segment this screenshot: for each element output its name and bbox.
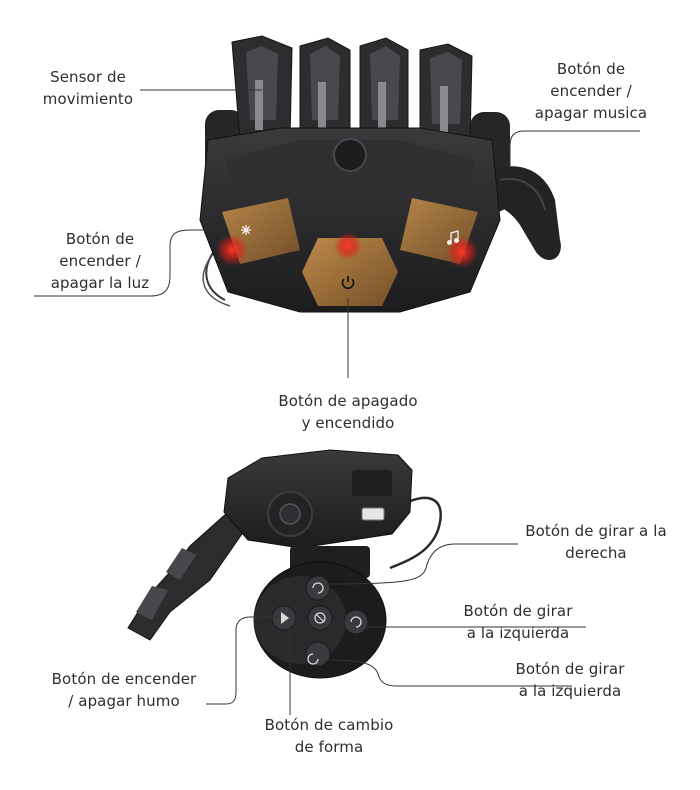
label-turn-left-button-a: Botón de girar a la izquierda — [463, 602, 573, 642]
label-music-button: Botón de encender / apagar musica — [534, 60, 648, 122]
music-note-icon — [447, 230, 459, 245]
leader-turn-right — [321, 543, 518, 585]
leader-smoke — [206, 616, 278, 705]
label-smoke-button: Botón de encender / apagar humo — [51, 670, 197, 710]
leader-music-button — [509, 130, 640, 168]
shape-icon — [307, 605, 333, 631]
leader-light-button — [34, 229, 224, 297]
glove-device-front — [199, 35, 561, 313]
label-light-button: Botón de encender / apagar la luz — [50, 230, 150, 292]
turn-right-btn-graphic — [305, 575, 331, 601]
rotate-icon — [343, 609, 369, 635]
finger-segments — [231, 35, 473, 143]
motion-sensor-dome — [333, 138, 367, 172]
label-turn-left-button-b: Botón de girar a la izquierda — [515, 660, 625, 700]
label-shape-change-button: Botón de cambio de forma — [264, 716, 394, 756]
leader-turn-left-b — [321, 659, 572, 687]
label-turn-right-button: Botón de girar a la derecha — [525, 522, 667, 562]
light-icon — [241, 225, 251, 235]
label-motion-sensor: Sensor de movimiento — [42, 68, 134, 108]
turn-left-btn-graphic — [305, 641, 331, 667]
glove-device-side — [127, 449, 442, 679]
power-icon — [341, 276, 355, 290]
leader-lines — [34, 89, 640, 715]
label-power-button: Botón de apagado y encendido — [278, 392, 418, 432]
play-icon — [271, 605, 297, 631]
